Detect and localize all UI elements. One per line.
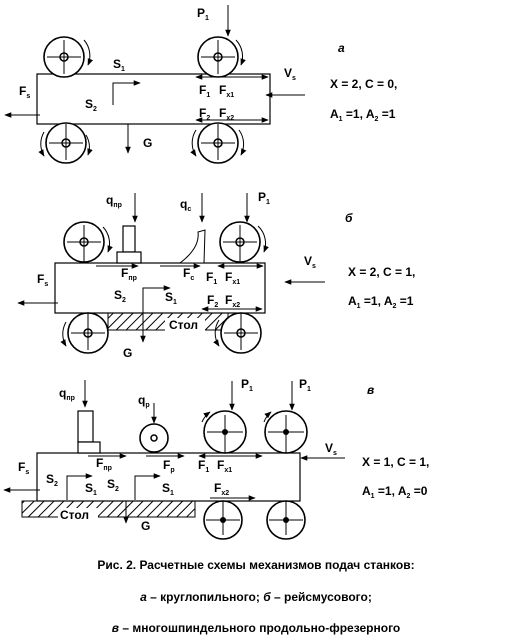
- arrow-s-a: [112, 80, 141, 105]
- label-g-b: G: [123, 346, 132, 360]
- label-fp-c: Fр: [163, 458, 175, 474]
- diagram-b: qпр qc P1 Vs Fs Fпр Fc F1 Fx1 F2 Fx2 S2 …: [17, 190, 415, 360]
- roller-b-top-left: [63, 221, 113, 263]
- label-letter-c: в: [367, 383, 374, 397]
- caption-line3: в – многошпиндельного продольно-фрезерно…: [112, 621, 401, 635]
- arrow-s-c1: [66, 473, 93, 500]
- caption-line1: Рис. 2. Расчетные схемы механизмов подач…: [97, 558, 414, 572]
- label-p1-a: P1: [197, 6, 209, 22]
- diagram-a: P1 S1 S2 Fs Vs F1 Fx1 F2 Fx2 G а X = 2, …: [4, 5, 397, 164]
- roller-b-top-right: [219, 221, 269, 263]
- roller-b-bottom-left: [60, 312, 109, 354]
- cutter-c: [139, 423, 169, 453]
- arrow-s-c2: [134, 473, 161, 500]
- label-p1-b: P1: [258, 190, 270, 206]
- label-vs-c: Vs: [325, 441, 337, 457]
- figure-caption: Рис. 2. Расчетные схемы механизмов подач…: [97, 558, 414, 635]
- label-f2-b: F2: [207, 293, 218, 309]
- label-s1-a: S1: [113, 57, 125, 73]
- label-s1-b: S1: [165, 290, 177, 306]
- roller-a-top-right: [197, 36, 246, 78]
- label-letter-b: б: [345, 211, 353, 225]
- label-f1-c: F1: [198, 458, 209, 474]
- roller-c-top-2: [263, 410, 308, 454]
- label-fs-c: Fs: [18, 460, 29, 476]
- label-f1-a: F1: [199, 83, 210, 99]
- params-line2-a: A1 =1, A2 =1: [330, 107, 396, 123]
- label-qpr-c: qпр: [59, 386, 75, 402]
- label-f2-a: F2: [199, 106, 210, 122]
- roller-c-top-1: [201, 410, 247, 454]
- arrow-s-b: [142, 285, 171, 313]
- label-s1a-c: S1: [85, 481, 97, 497]
- label-fpr-c: Fпр: [96, 456, 112, 472]
- label-fx2-b: Fx2: [225, 293, 240, 309]
- params-line2-c: A1 =1, A2 =0: [362, 484, 428, 500]
- label-g-a: G: [143, 136, 152, 150]
- roller-b-bottom-right: [213, 312, 262, 354]
- label-fx2-a: Fx2: [219, 106, 234, 122]
- pressure-foot-c: [77, 441, 101, 454]
- label-letter-a: а: [338, 41, 345, 55]
- params-line1-a: X = 2, C = 0,: [330, 77, 397, 91]
- workpiece-c: [36, 452, 301, 502]
- roller-a-top-left: [43, 36, 94, 78]
- label-p1a-c: P1: [241, 377, 253, 393]
- label-s2-b: S2: [114, 288, 126, 304]
- label-fx1-c: Fx1: [217, 458, 232, 474]
- table-label-bg-c: [58, 508, 98, 522]
- label-qpr-b: qпр: [106, 193, 122, 209]
- label-fs-a: Fs: [19, 84, 30, 100]
- caption-line2: а – круглопильного; б – рейсмусового;: [140, 590, 372, 604]
- label-s1b-c: S1: [162, 481, 174, 497]
- table-label-bg-b: [165, 318, 205, 332]
- label-qp-c: qр: [138, 393, 150, 409]
- label-fs-b: Fs: [37, 272, 48, 288]
- label-table-c: Стол: [60, 508, 89, 522]
- pressure-bar-c: [77, 410, 94, 443]
- params-line2-b: A1 =1, A2 =1: [348, 294, 414, 310]
- pressure-foot-b: [116, 251, 142, 264]
- label-s2-a: S2: [85, 97, 97, 113]
- label-qc-b: qc: [180, 197, 191, 213]
- diagram-c: qпр qр P1 P1 Vs Fs Fпр Fр F1 Fx1 S2 S1 S…: [3, 377, 429, 540]
- label-fc-b: Fc: [183, 266, 194, 282]
- label-vs-b: Vs: [304, 254, 316, 270]
- label-vs-a: Vs: [284, 66, 296, 82]
- label-fpr-b: Fпр: [121, 266, 137, 282]
- knife-b: [178, 229, 206, 264]
- table-c: [21, 500, 196, 518]
- roller-c-bottom-1: [203, 500, 243, 540]
- label-fx1-a: Fx1: [219, 83, 234, 99]
- roller-a-bottom-right: [190, 122, 247, 164]
- workpiece-a: [36, 73, 271, 125]
- label-g-c: G: [141, 519, 150, 533]
- pressure-bar-b: [122, 225, 136, 253]
- label-fx2-c: Fx2: [214, 481, 229, 497]
- label-f1-b: F1: [206, 270, 217, 286]
- label-fx1-b: Fx1: [225, 270, 240, 286]
- roller-a-bottom-left: [38, 122, 93, 164]
- label-p1b-c: P1: [299, 377, 311, 393]
- label-s2b-c: S2: [107, 477, 119, 493]
- label-table-b: Стол: [169, 318, 198, 332]
- roller-c-bottom-2: [266, 500, 306, 540]
- params-line1-b: X = 2, C = 1,: [348, 265, 415, 279]
- params-line1-c: X = 1, C = 1,: [362, 455, 429, 469]
- label-s2a-c: S2: [46, 472, 58, 488]
